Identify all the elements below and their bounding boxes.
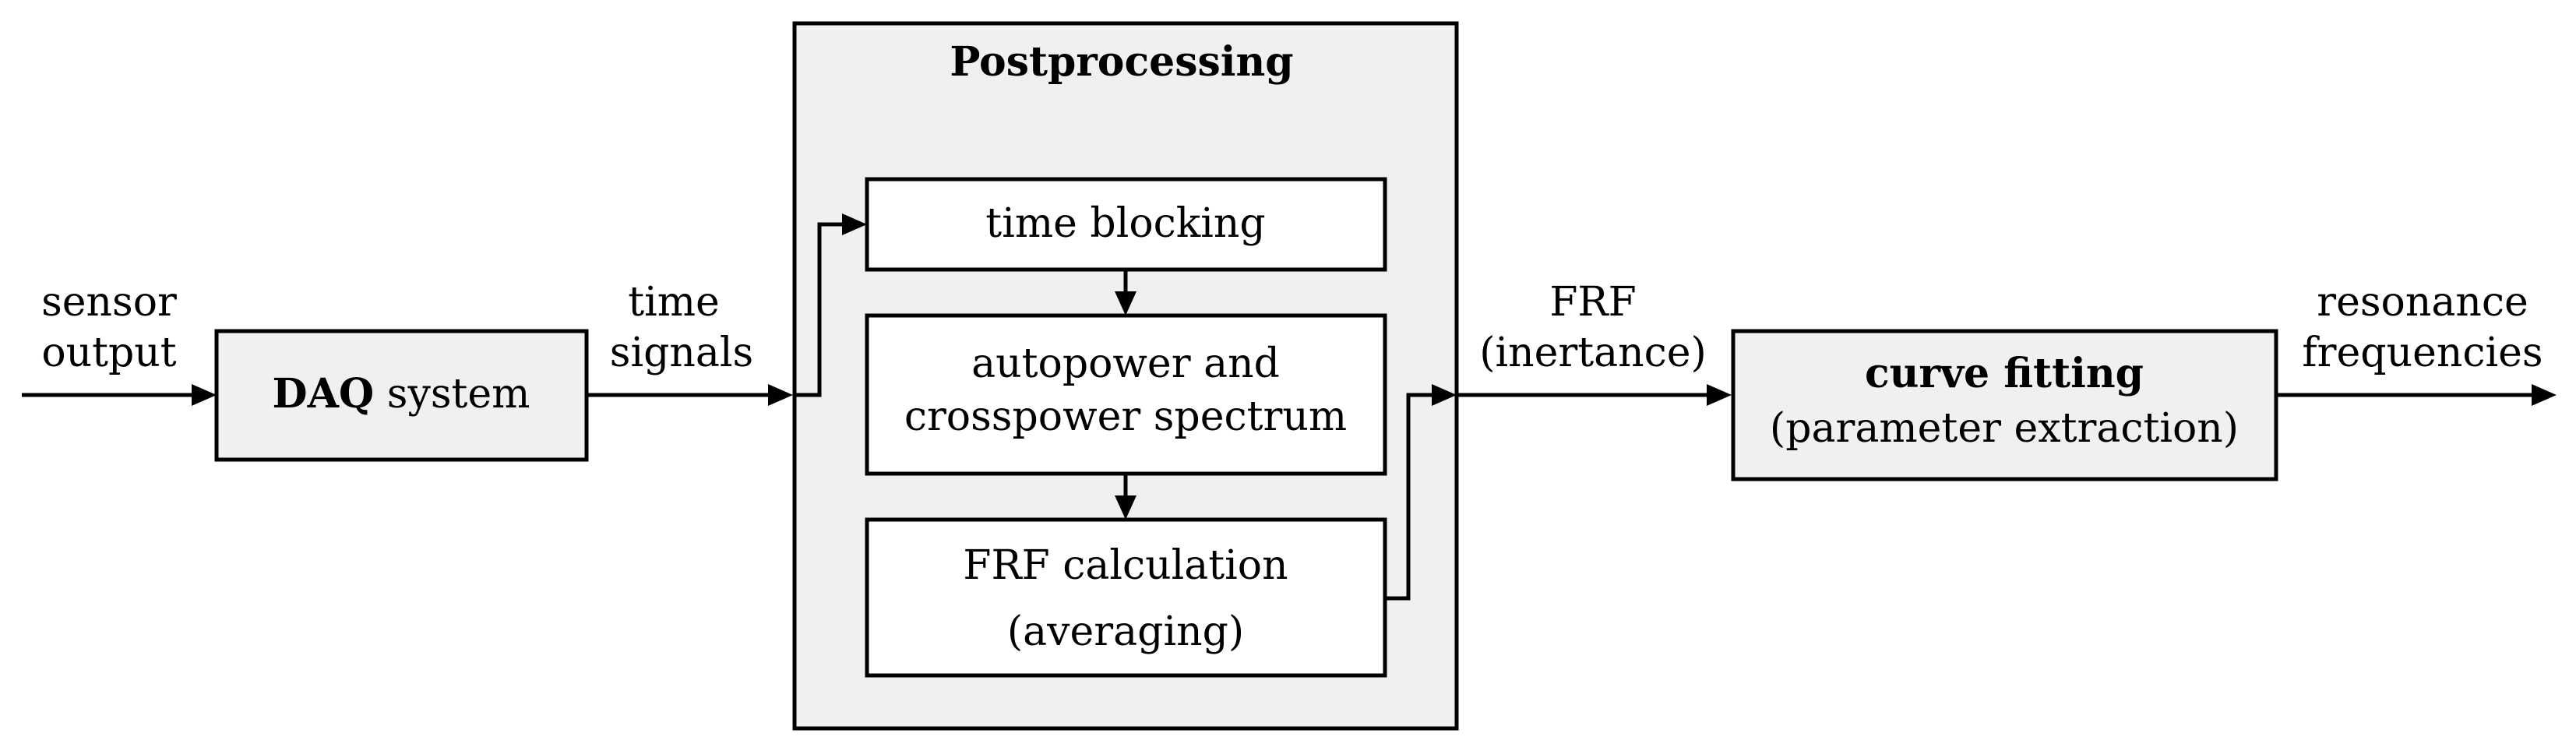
daq-system-word: system bbox=[374, 371, 530, 418]
curve-fitting-title: curve fitting bbox=[1865, 350, 2144, 397]
arrowhead-time-blocking bbox=[842, 213, 867, 235]
arrowhead-postprocessing bbox=[768, 384, 793, 406]
frf-calculation-label-line2: (averaging) bbox=[1007, 608, 1244, 655]
time-blocking-label: time blocking bbox=[985, 200, 1265, 247]
time-signals-label-line2: signals bbox=[610, 330, 753, 376]
curve-fitting-subtitle: (parameter extraction) bbox=[1770, 405, 2239, 452]
resonance-frequencies-label-line1: resonance bbox=[2317, 279, 2528, 326]
arrowhead-frf-calculation bbox=[1115, 495, 1136, 520]
connector-frf-calculation-to-exit bbox=[1385, 393, 1435, 601]
arrowhead-exit bbox=[1432, 384, 1457, 406]
spectrum-label-line2: crosspower spectrum bbox=[904, 393, 1347, 440]
spectrum-box bbox=[865, 313, 1387, 476]
daq-bold-label: DAQ bbox=[272, 370, 374, 418]
frf-inertance-label-line2: (inertance) bbox=[1479, 330, 1707, 376]
resonance-frequencies-label-line2: frequencies bbox=[2302, 330, 2543, 376]
curve-fitting-box bbox=[1731, 329, 2278, 481]
arrowhead-curve-fitting bbox=[1707, 384, 1732, 406]
arrowhead-spectrum bbox=[1115, 291, 1136, 316]
postprocessing-title: Postprocessing bbox=[950, 38, 1293, 86]
time-blocking-box bbox=[865, 177, 1387, 272]
connector-entry-to-time-blocking bbox=[795, 222, 845, 397]
frf-calculation-label-line1: FRF calculation bbox=[963, 542, 1288, 589]
sensor-output-label-line1: sensor bbox=[41, 279, 177, 326]
sensor-output-label-line2: output bbox=[41, 330, 176, 376]
arrowhead-daq bbox=[192, 384, 217, 406]
daq-system-label: DAQ system bbox=[272, 370, 530, 418]
frf-inertance-label-line1: FRF bbox=[1549, 279, 1636, 326]
spectrum-label-line1: autopower and bbox=[971, 340, 1280, 387]
arrowhead-output bbox=[2532, 384, 2557, 406]
time-signals-label-line1: time bbox=[628, 279, 720, 326]
